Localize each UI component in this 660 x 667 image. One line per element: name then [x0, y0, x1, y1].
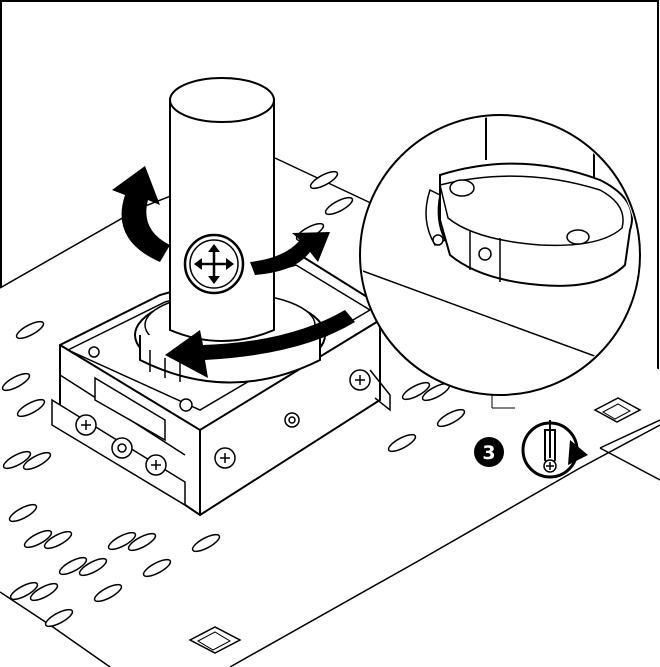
plate-tab: [188, 626, 242, 654]
vent-slot: [44, 608, 74, 628]
vent-slot: [58, 556, 88, 576]
vent-slot: [29, 582, 59, 602]
vent-slot: [191, 533, 221, 553]
screw: [145, 454, 167, 476]
slot-plate: [94, 376, 166, 442]
vent-slot: [9, 581, 39, 601]
vent-slot: [8, 503, 38, 523]
vent-slot: [16, 398, 46, 418]
vent-slot: [127, 532, 157, 552]
vent-slot: [324, 196, 354, 216]
extension-pole: [169, 77, 275, 342]
vent-slot: [1, 372, 31, 392]
screw: [88, 346, 100, 358]
screw: [214, 447, 236, 469]
screw: [179, 398, 193, 412]
screw: [349, 369, 371, 391]
vent-slot: [43, 530, 73, 550]
four-way-move-arrows-icon: [183, 233, 245, 295]
step-badge: 3: [474, 437, 504, 467]
vent-slot: [401, 381, 431, 401]
plate-tab: [593, 397, 642, 423]
vent-slot: [93, 583, 123, 603]
vent-slot: [309, 170, 339, 190]
vent-slot: [107, 531, 137, 551]
clockwise-tighten-arrow-icon: [568, 440, 588, 465]
vent-slot: [78, 557, 108, 577]
vent-slot: [436, 408, 466, 428]
vent-slot: [2, 450, 32, 470]
vent-slot: [23, 529, 53, 549]
step-number: 3: [482, 442, 495, 464]
vent-slot: [15, 320, 45, 340]
curved-rotation-arrows-icon: [112, 166, 355, 378]
vent-slot: [142, 558, 172, 578]
screw: [111, 437, 133, 459]
screw: [75, 414, 97, 436]
detail-callout: [359, 114, 641, 396]
screw: [284, 412, 300, 428]
vent-slot: [387, 433, 417, 453]
vent-slot: [22, 451, 52, 471]
screwdriver-icon: [521, 420, 579, 479]
